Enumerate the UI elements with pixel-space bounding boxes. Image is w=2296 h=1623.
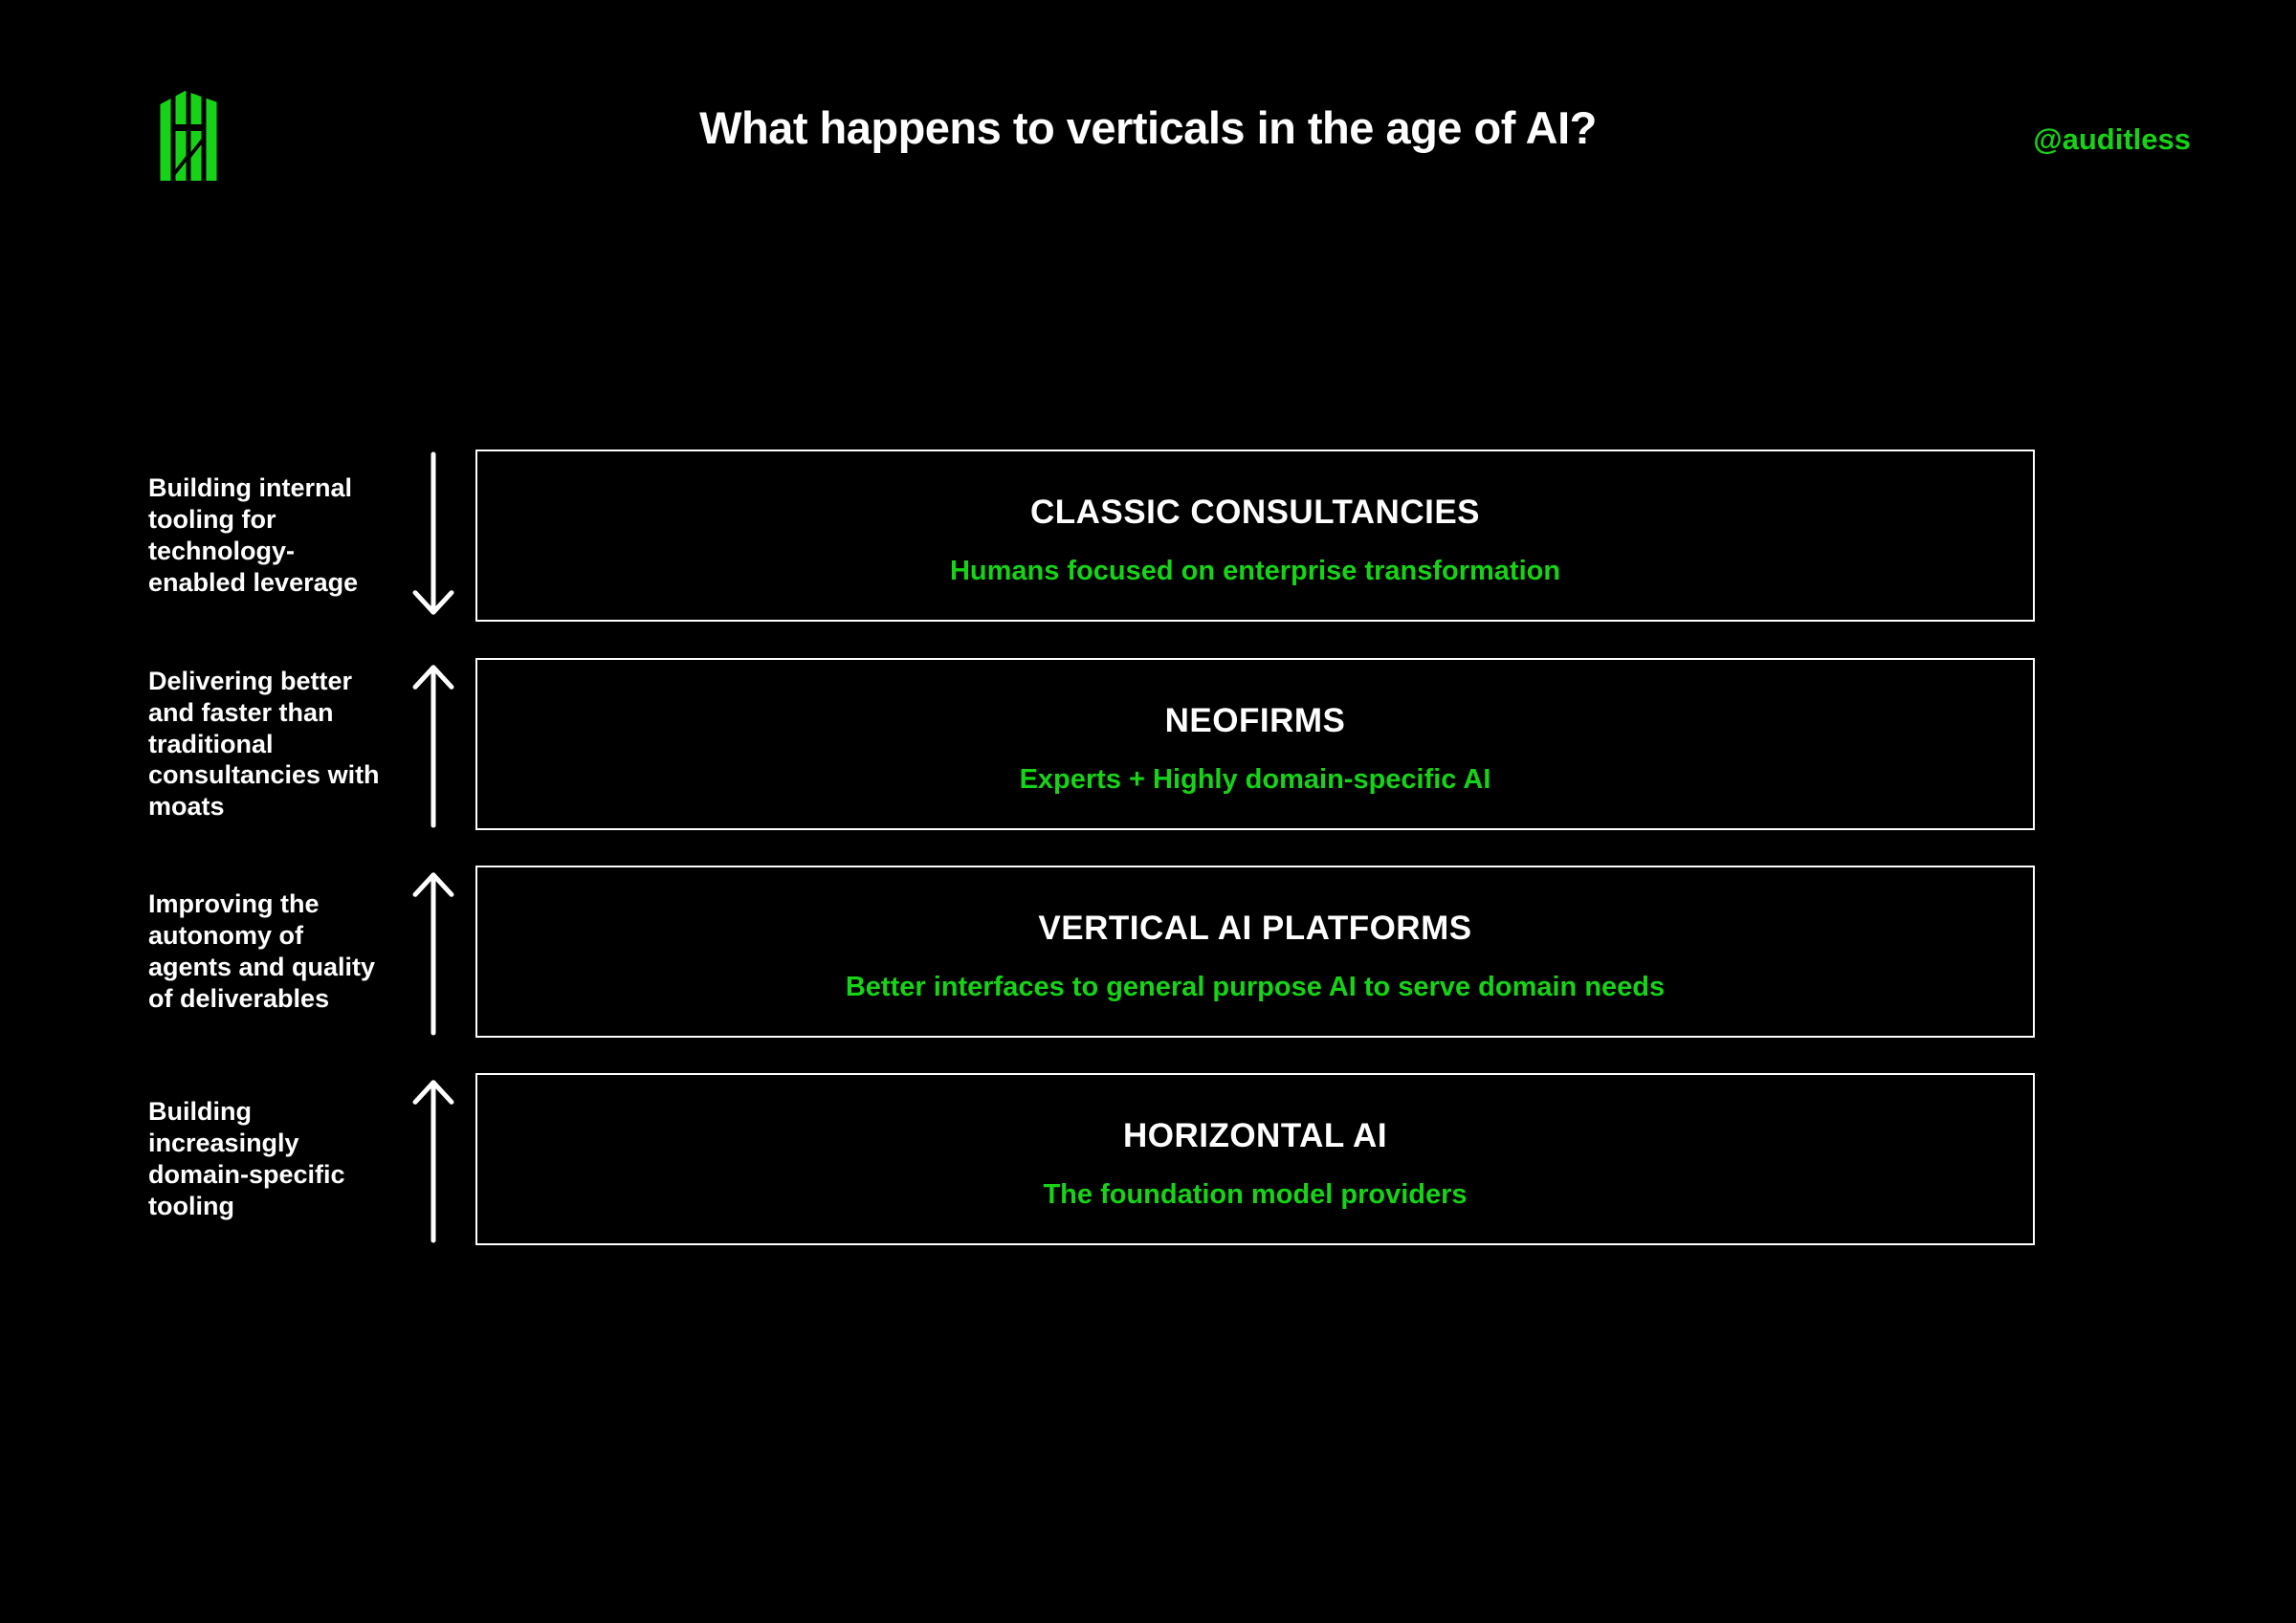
diagram-row-classic-consultancies: Building internal tooling for technology… — [0, 450, 2296, 622]
arrow-up-icon — [412, 1080, 454, 1243]
arrow-up-icon — [412, 872, 454, 1036]
arrow-up-icon — [412, 665, 454, 828]
layer-box: NEOFIRMS Experts + Highly domain-specifi… — [475, 658, 2035, 830]
layer-box: VERTICAL AI PLATFORMS Better interfaces … — [475, 866, 2035, 1038]
layer-title: HORIZONTAL AI — [1122, 1117, 1388, 1154]
layer-box: CLASSIC CONSULTANCIES Humans focused on … — [475, 450, 2035, 622]
layer-subtitle: Better interfaces to general purpose AI … — [845, 972, 1666, 1002]
diagram-row-neofirms: Delivering better and faster than tradit… — [0, 658, 2296, 830]
layer-title: CLASSIC CONSULTANCIES — [1029, 493, 1481, 531]
layer-title: NEOFIRMS — [1164, 702, 1346, 739]
layer-subtitle: The foundation model providers — [1043, 1179, 1468, 1210]
diagram-row-horizontal-ai: Building increasingly domain-specific to… — [0, 1073, 2296, 1245]
layer-subtitle: Experts + Highly domain-specific AI — [1019, 764, 1491, 795]
layer-title: VERTICAL AI PLATFORMS — [1038, 910, 1472, 947]
row-label: Delivering better and faster than tradit… — [148, 666, 380, 822]
page-title: What happens to verticals in the age of … — [699, 102, 1597, 153]
layer-box: HORIZONTAL AI The foundation model provi… — [475, 1073, 2035, 1245]
row-label: Improving the autonomy of agents and qua… — [148, 889, 376, 1013]
social-handle[interactable]: @auditless — [2033, 122, 2191, 156]
auditless-logo-icon — [160, 91, 218, 181]
row-label: Building increasingly domain-specific to… — [148, 1097, 345, 1220]
arrow-down-icon — [412, 451, 454, 615]
diagram-row-vertical-ai-platforms: Improving the autonomy of agents and qua… — [0, 866, 2296, 1038]
row-label: Building internal tooling for technology… — [148, 473, 359, 597]
layer-subtitle: Humans focused on enterprise transformat… — [949, 556, 1561, 586]
